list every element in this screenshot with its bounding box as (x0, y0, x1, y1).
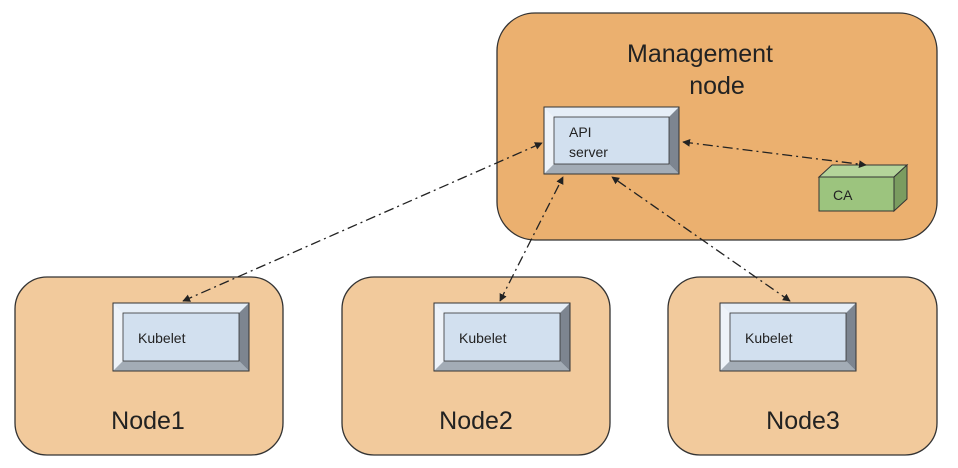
management-title-line2: node (689, 72, 745, 100)
connector-node2-api (499, 176, 564, 302)
api-server: API server (543, 106, 680, 175)
node2-label: Node2 (439, 407, 513, 435)
kubelet-label: Kubelet (138, 330, 186, 346)
connector-node1-api (182, 142, 543, 302)
node3: Kubelet Node3 (667, 276, 938, 456)
kubelet-box: Kubelet (112, 302, 250, 372)
kubelet-label: Kubelet (745, 330, 793, 346)
kubelet-box: Kubelet (719, 302, 857, 372)
api-server-label-line2: server (569, 144, 608, 160)
node1-label: Node1 (111, 407, 185, 435)
management-title-line1: Management (627, 40, 773, 68)
node2: Kubelet Node2 (341, 276, 611, 456)
kubelet-label: Kubelet (459, 330, 507, 346)
node3-label: Node3 (766, 407, 840, 435)
kubelet-box: Kubelet (433, 302, 571, 372)
api-server-label-line1: API (569, 124, 592, 140)
ca-label: CA (833, 187, 853, 203)
connector-node3-api (611, 176, 791, 302)
ca-box: CA (817, 163, 909, 213)
node1: Kubelet Node1 (14, 276, 284, 456)
connections (182, 139, 867, 302)
